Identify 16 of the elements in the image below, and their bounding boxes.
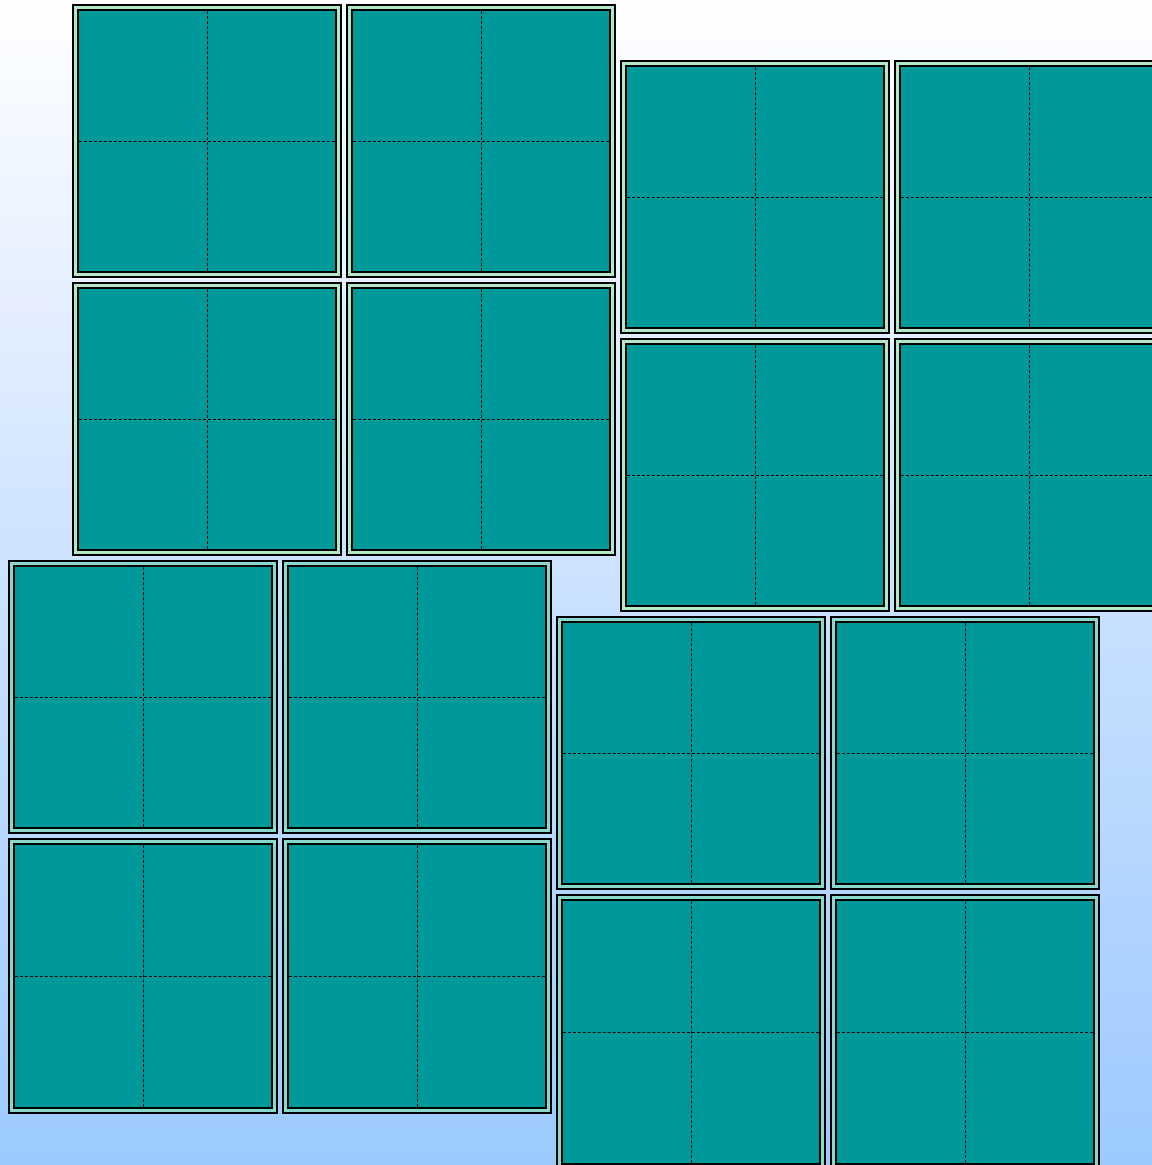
- grid-tile: [556, 616, 826, 890]
- grid-tile: [8, 560, 278, 834]
- grid-tile: [282, 560, 552, 834]
- grid-tile: [8, 838, 278, 1114]
- grid-tile: [894, 60, 1152, 334]
- grid-tile: [620, 338, 890, 612]
- grid-tile: [830, 616, 1100, 890]
- grid-tile: [72, 4, 342, 278]
- grid-tile: [72, 282, 342, 556]
- grid-tile: [830, 894, 1100, 1165]
- grid-tile: [346, 4, 616, 278]
- grid-tile: [346, 282, 616, 556]
- grid-tile: [620, 60, 890, 334]
- grid-tile: [282, 838, 552, 1114]
- grid-tile: [556, 894, 826, 1165]
- grid-tile: [894, 338, 1152, 612]
